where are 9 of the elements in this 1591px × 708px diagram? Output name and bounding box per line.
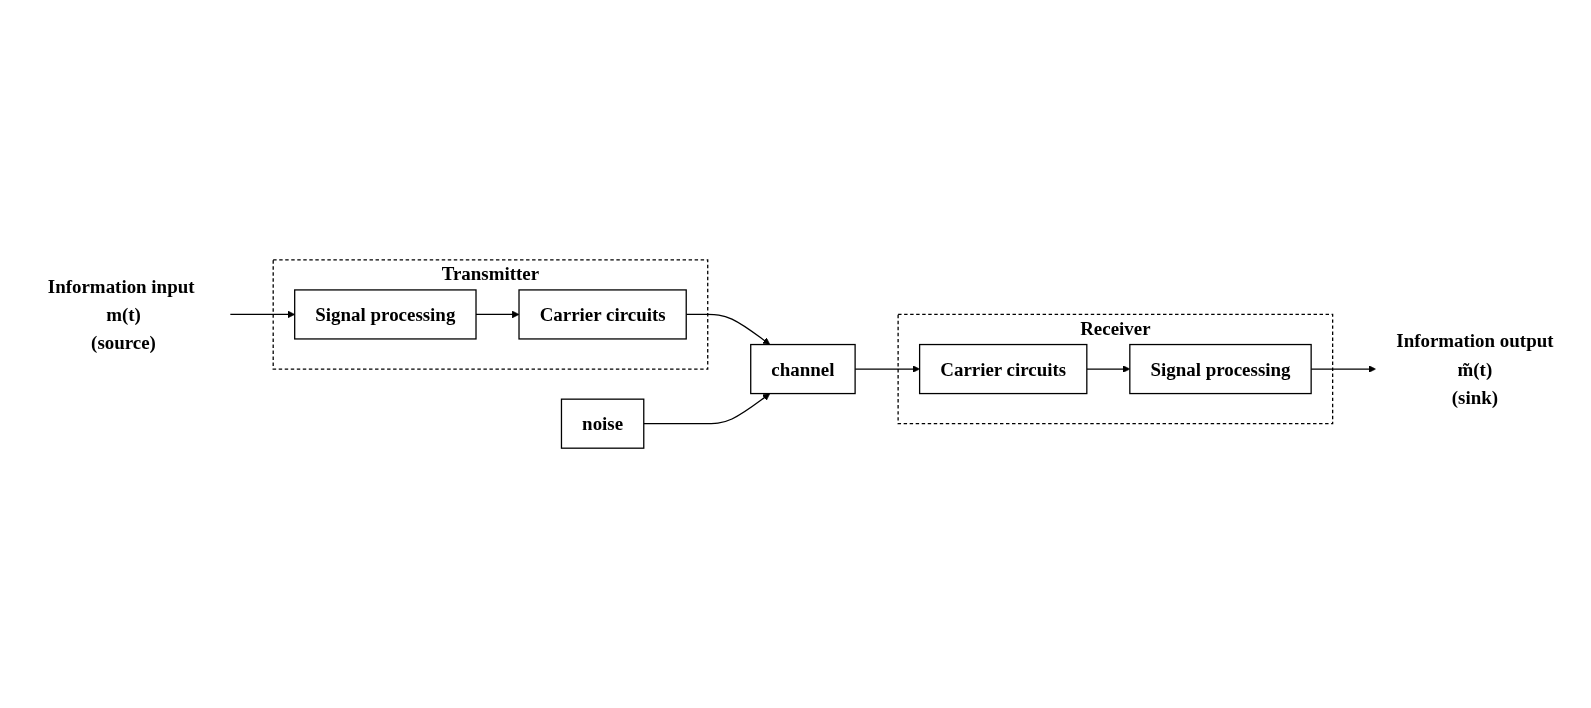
node-box: Signal processing: [1129, 343, 1312, 395]
node-text: Information output m̃(t) (sink): [1396, 329, 1554, 409]
node-text: Information input m(t) (source): [47, 275, 195, 354]
node-box: Carrier circuits: [918, 343, 1088, 395]
node-box: Carrier circuits: [518, 289, 687, 340]
arrow: [643, 393, 771, 425]
node-box: Signal processing: [294, 289, 477, 340]
node-box: channel: [750, 343, 856, 395]
node-box: noise: [560, 398, 645, 449]
